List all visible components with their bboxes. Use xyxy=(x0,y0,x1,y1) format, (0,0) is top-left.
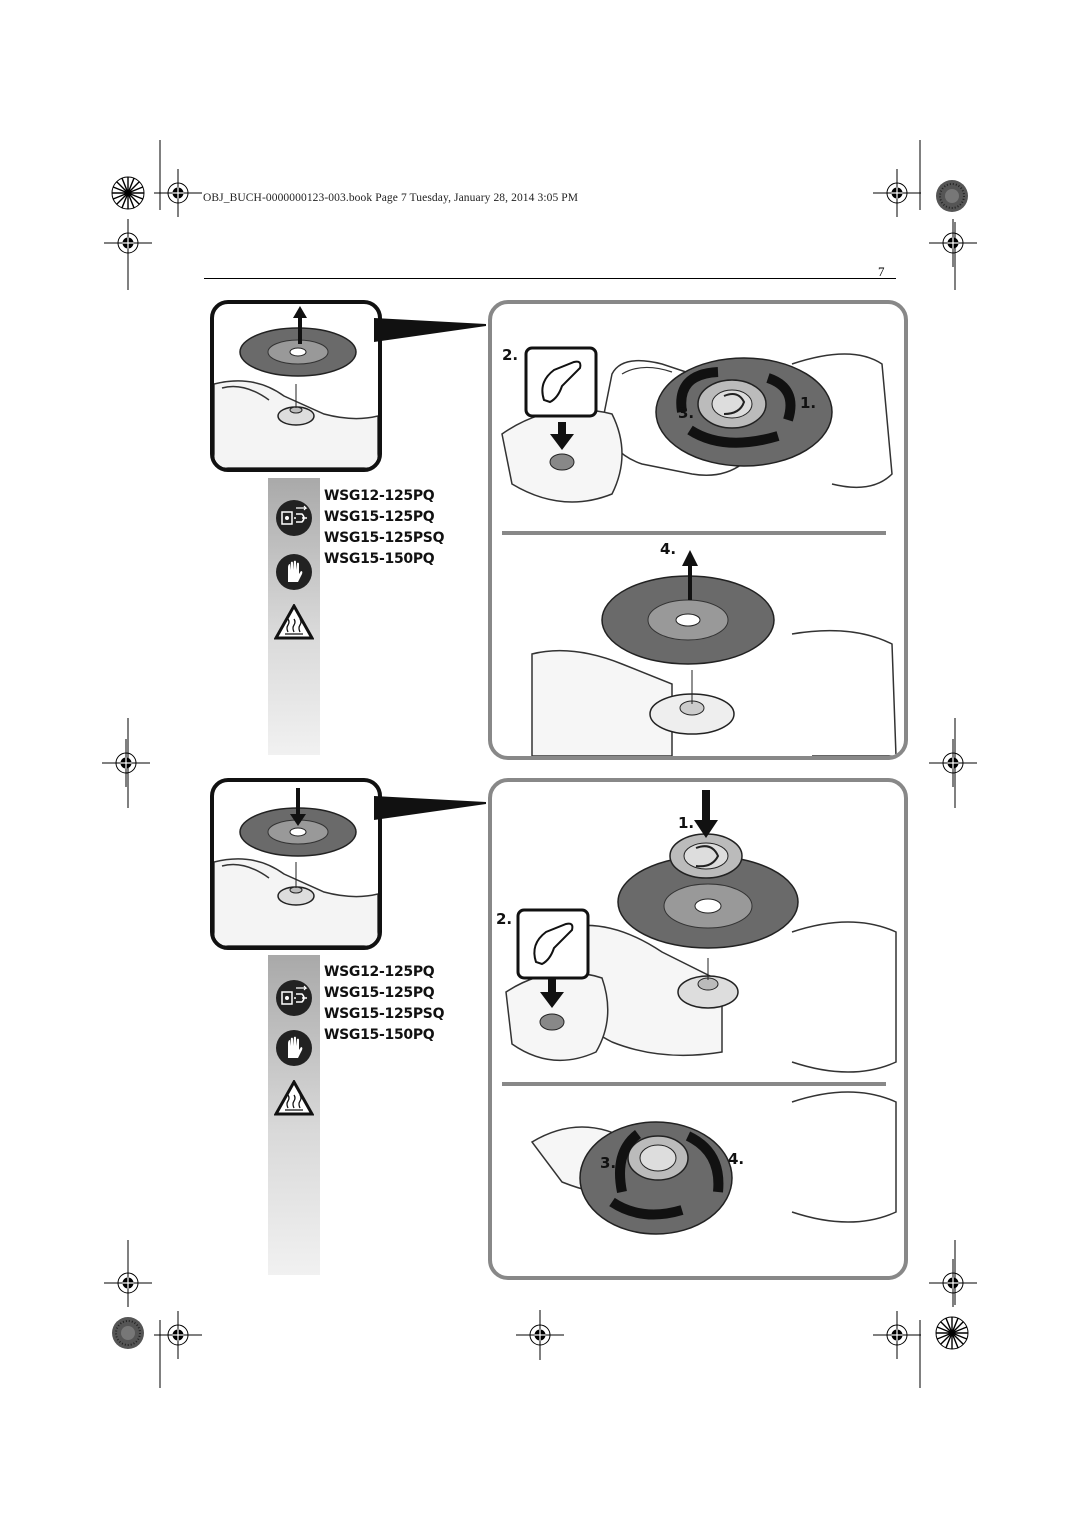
step-2-label: 2. xyxy=(502,346,519,364)
hot-surface-warning-icon xyxy=(274,604,314,640)
print-header: OBJ_BUCH-0000000123-003.book Page 7 Tues… xyxy=(203,192,579,204)
remove-disc-illustration xyxy=(501,346,897,756)
grinder-disc-mount-illustration xyxy=(214,788,378,946)
mount-thumbnail xyxy=(210,778,382,950)
rotate-arrow-right-icon xyxy=(685,1131,724,1193)
step-2-label: 2. xyxy=(496,910,513,928)
remove-disc-panel: 2. 3. 1. 4. xyxy=(488,300,908,760)
thumbnail-connector xyxy=(374,796,486,820)
panel-divider xyxy=(502,531,886,535)
gloves-icon xyxy=(276,1030,312,1066)
grinder-disc-removal-illustration xyxy=(214,306,378,468)
press-nut-arrow-icon xyxy=(694,790,718,838)
thumbnail-connector xyxy=(374,318,486,342)
rotate-arrow-bottom-icon xyxy=(609,1197,684,1220)
step-3-label: 3. xyxy=(600,1154,617,1172)
rotate-arrow-bottom-icon xyxy=(687,425,780,448)
gloves-icon xyxy=(276,554,312,590)
unplug-icon xyxy=(276,500,312,536)
press-down-arrow-icon xyxy=(550,422,574,450)
lift-up-arrow-icon xyxy=(682,550,698,600)
model-item: WSG15-125PQ xyxy=(324,985,435,1001)
model-item: WSG12-125PQ xyxy=(324,964,435,980)
model-item: WSG15-125PQ xyxy=(324,509,435,525)
press-down-arrow-icon xyxy=(540,978,564,1008)
model-item: WSG12-125PQ xyxy=(324,488,435,504)
mount-disc-panel: 1. 2. 3. 4. xyxy=(488,778,908,1280)
remove-thumbnail xyxy=(210,300,382,472)
mount-disc-illustration xyxy=(505,790,897,1235)
step-4-label: 4. xyxy=(660,540,677,558)
header-rule xyxy=(204,278,896,279)
model-item: WSG15-150PQ xyxy=(324,1027,435,1043)
rotate-arrow-left-icon xyxy=(615,1130,642,1193)
page-number: 7 xyxy=(878,264,885,279)
step-1-label: 1. xyxy=(678,814,695,832)
hot-surface-warning-icon xyxy=(274,1080,314,1116)
model-list-mount: WSG12-125PQ WSG15-125PQ WSG15-125PSQ WSG… xyxy=(324,962,444,1046)
step-1-label: 1. xyxy=(800,394,817,412)
unplug-icon xyxy=(276,980,312,1016)
model-item: WSG15-125PSQ xyxy=(324,530,445,546)
panel-divider xyxy=(502,1082,886,1086)
model-list-remove: WSG12-125PQ WSG15-125PQ WSG15-125PSQ WSG… xyxy=(324,486,444,570)
rotate-arrow-right-icon xyxy=(766,373,796,422)
step-3-label: 3. xyxy=(678,404,695,422)
model-item: WSG15-150PQ xyxy=(324,551,435,567)
model-item: WSG15-125PSQ xyxy=(324,1006,445,1022)
step-4-label: 4. xyxy=(728,1150,745,1168)
rotate-arrow-left-icon xyxy=(676,367,719,413)
